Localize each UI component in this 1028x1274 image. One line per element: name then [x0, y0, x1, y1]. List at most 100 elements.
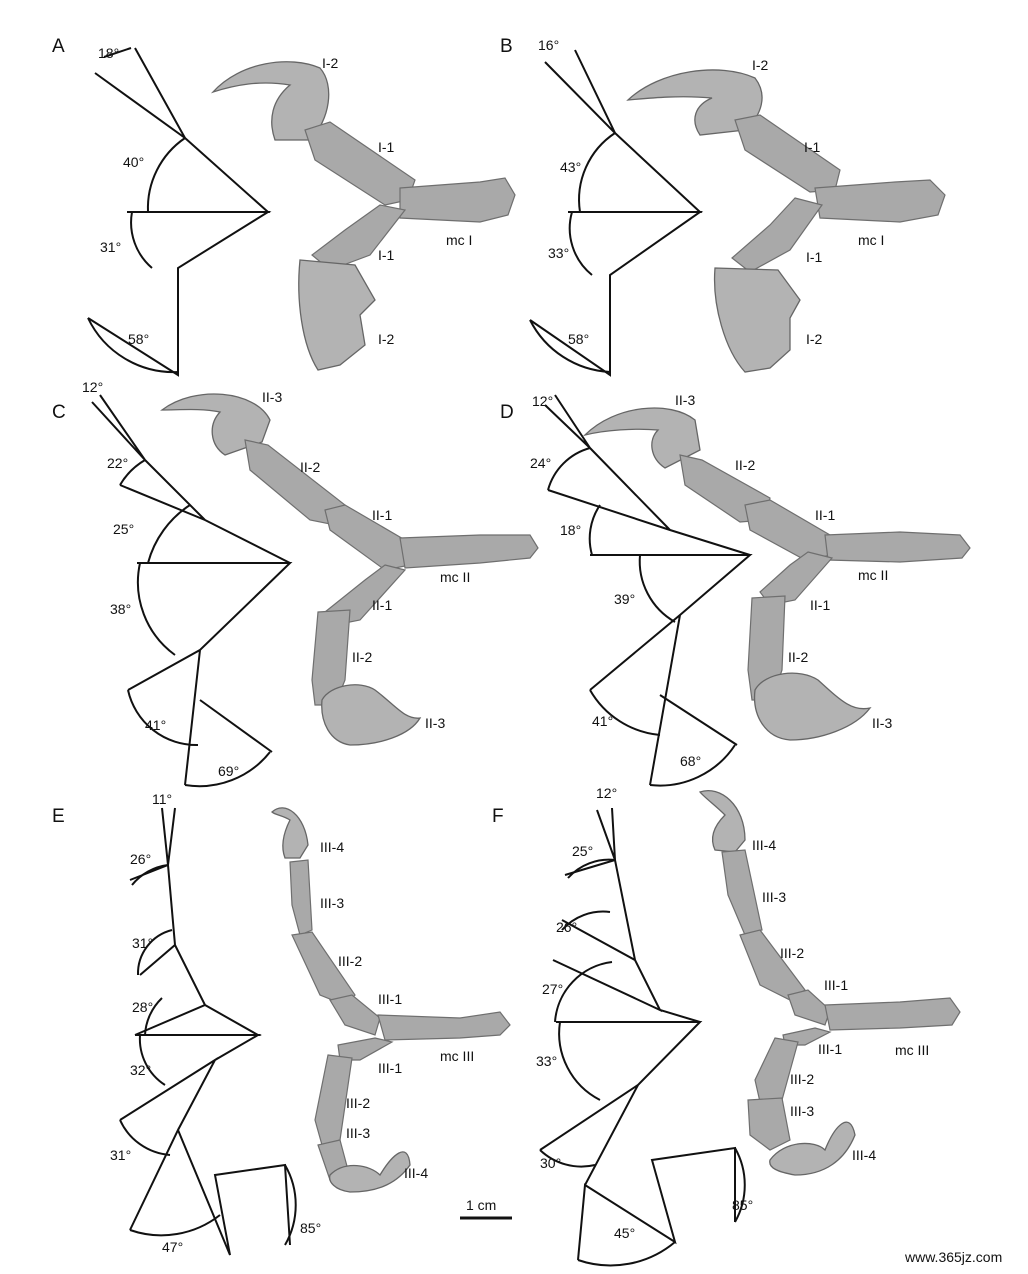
digit-bones-f: III-4 III-3 III-2 III-1 mc III III-1 III…: [698, 790, 961, 1176]
panel-label-b: B: [500, 36, 513, 57]
phalanx: [329, 994, 381, 1036]
ungual-claw: [298, 259, 376, 371]
ungual-claw: [753, 672, 872, 741]
bone-label: III-2: [790, 1071, 814, 1087]
angle-label: 85°: [300, 1220, 321, 1236]
bone-label: II-3: [262, 389, 282, 405]
angle-label: 25°: [113, 521, 134, 537]
bone-label: II-3: [872, 715, 892, 731]
angle-label: 43°: [560, 159, 581, 175]
angle-label: 32°: [130, 1062, 151, 1078]
angle-diagram-e: 11° 26° 31° 28° 32° 31° 47° 85°: [110, 791, 321, 1256]
bone-label: II-3: [675, 392, 695, 408]
angle-diagram-f: 12° 25° 26° 27° 33° 30° 45° 85°: [536, 785, 753, 1267]
metacarpal: [399, 534, 539, 569]
angle-diagram-d: 12° 24° 18° 39° 41° 68°: [530, 393, 753, 787]
bone-label: III-3: [346, 1125, 370, 1141]
phalanx: [304, 121, 416, 206]
angle-label: 26°: [556, 919, 577, 935]
angle-label: 69°: [218, 763, 239, 779]
angle-label: 16°: [538, 37, 559, 53]
bone-label: mc I: [446, 232, 472, 248]
bone-label: III-2: [346, 1095, 370, 1111]
bone-label: III-3: [320, 895, 344, 911]
ungual-claw: [769, 1121, 856, 1176]
bone-label: II-2: [300, 459, 320, 475]
angle-label: 18°: [98, 45, 119, 61]
angle-label: 22°: [107, 455, 128, 471]
metacarpal: [814, 179, 946, 223]
bone-label: III-2: [780, 945, 804, 961]
bone-label: III-1: [378, 991, 402, 1007]
bone-label: III-4: [852, 1147, 876, 1163]
angle-label: 85°: [732, 1197, 753, 1213]
phalanx: [754, 1037, 799, 1103]
phalanx: [721, 849, 763, 936]
bone-label: II-2: [352, 649, 372, 665]
angle-label: 24°: [530, 455, 551, 471]
ungual-claw: [160, 393, 271, 456]
angle-label: 40°: [123, 154, 144, 170]
bone-label: mc I: [858, 232, 884, 248]
ungual-claw: [713, 267, 801, 373]
angle-label: 31°: [100, 239, 121, 255]
angle-diagram-b: 16° 43° 33° 58°: [529, 37, 704, 377]
angle-label: 12°: [532, 393, 553, 409]
bone-label: II-1: [815, 507, 835, 523]
bone-label: III-1: [378, 1060, 402, 1076]
panel-label-d: D: [500, 402, 514, 423]
ungual-claw: [321, 684, 422, 746]
bone-label: I-1: [806, 249, 823, 265]
bone-label: III-1: [824, 977, 848, 993]
panel-e: E 11° 26° 31° 28° 32° 31° 47° 85°: [52, 791, 511, 1256]
bone-label: II-3: [425, 715, 445, 731]
bone-label: II-1: [810, 597, 830, 613]
bone-label: mc III: [440, 1048, 474, 1064]
bone-label: mc III: [895, 1042, 929, 1058]
digit-bones-a: I-2 I-1 mc I I-1 I-2: [210, 55, 516, 371]
metacarpal: [399, 177, 516, 223]
phalanx: [289, 859, 313, 936]
bone-label: III-2: [338, 953, 362, 969]
angle-label: 39°: [614, 591, 635, 607]
scale-bar: 1 cm: [460, 1197, 512, 1220]
bone-label: II-2: [788, 649, 808, 665]
bone-label: mc II: [858, 567, 888, 583]
bone-label: II-1: [372, 507, 392, 523]
angle-label: 12°: [82, 379, 103, 395]
bone-label: I-2: [322, 55, 339, 71]
panel-d: D 12° 24° 18° 39° 41° 68° II-3 I: [500, 392, 971, 787]
phalanx: [324, 504, 411, 571]
phalanx: [734, 114, 841, 193]
angle-diagram-a: 18° 40° 31° 58°: [87, 45, 272, 377]
metacarpal: [824, 997, 961, 1031]
angle-label: 12°: [596, 785, 617, 801]
panel-label-e: E: [52, 806, 65, 827]
angle-label: 33°: [548, 245, 569, 261]
panel-b: B 16° 43° 33° 58° I-2 I-1 mc I I-1 I-2: [500, 36, 946, 377]
angle-label: 31°: [132, 935, 153, 951]
bone-label: III-4: [752, 837, 776, 853]
bone-label: II-1: [372, 597, 392, 613]
angle-label: 47°: [162, 1239, 183, 1255]
angle-label: 41°: [145, 717, 166, 733]
phalanx: [787, 989, 831, 1026]
bone-label: III-3: [762, 889, 786, 905]
ungual-claw: [582, 407, 701, 469]
bone-label: I-1: [378, 139, 395, 155]
digit-bones-e: III-4 III-3 III-2 III-1 mc III III-1 III…: [271, 807, 511, 1193]
scale-bar-label: 1 cm: [466, 1197, 496, 1213]
angle-label: 58°: [568, 331, 589, 347]
bone-label: I-1: [804, 139, 821, 155]
bone-label: I-2: [378, 331, 395, 347]
panel-label-c: C: [52, 402, 66, 423]
bone-label: III-3: [790, 1103, 814, 1119]
angle-label: 11°: [152, 791, 172, 807]
ungual-claw: [271, 807, 309, 859]
angle-label: 27°: [542, 981, 563, 997]
panel-label-a: A: [52, 36, 65, 57]
bone-label: III-4: [404, 1165, 428, 1181]
phalanx: [747, 1097, 791, 1151]
ungual-claw: [329, 1151, 411, 1193]
